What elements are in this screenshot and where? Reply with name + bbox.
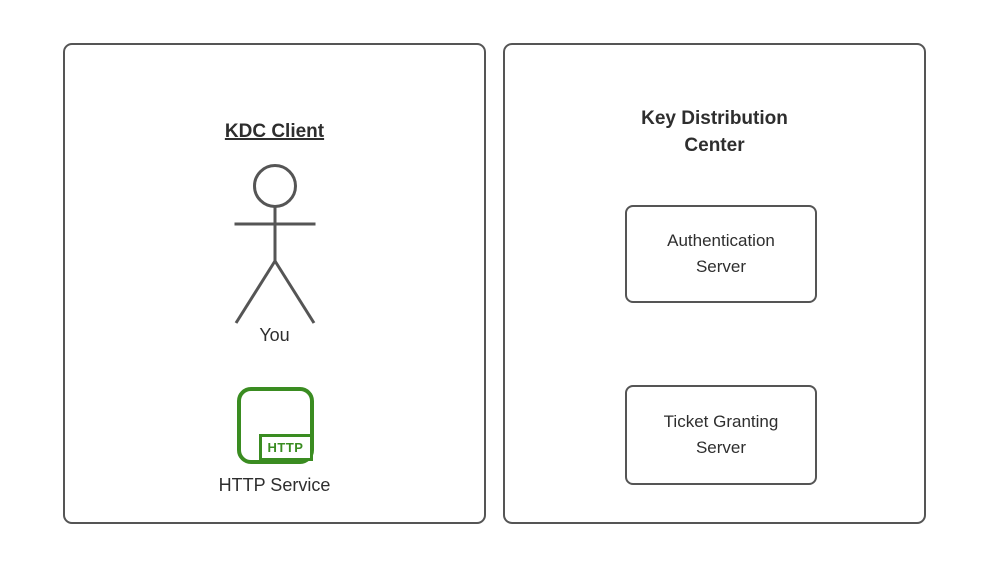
node-authentication-server-label: Authentication Server	[667, 231, 775, 276]
kdc-title: Key Distribution Center	[505, 105, 924, 159]
kdc-client-panel: KDC Client You HTTP HTTP Service	[63, 43, 486, 524]
kdc-client-title-text: KDC Client	[224, 120, 325, 142]
http-badge: HTTP	[258, 434, 313, 461]
http-badge-label: HTTP	[267, 440, 304, 455]
node-ticket-granting-server: Ticket Granting Server	[625, 385, 817, 485]
kdc-client-title: KDC Client	[65, 118, 484, 145]
node-ticket-granting-server-label: Ticket Granting Server	[663, 412, 779, 457]
key-distribution-center-panel: Key Distribution Center Authentication S…	[503, 43, 926, 524]
actor-label: You	[259, 325, 290, 345]
stick-figure-icon	[233, 163, 317, 328]
http-service-label: HTTP Service	[218, 475, 331, 495]
node-authentication-server: Authentication Server	[625, 205, 817, 303]
kdc-title-text: Key Distribution Center	[641, 107, 788, 156]
http-service-icon: HTTP	[236, 387, 314, 464]
stick-figure-svg	[234, 164, 315, 324]
